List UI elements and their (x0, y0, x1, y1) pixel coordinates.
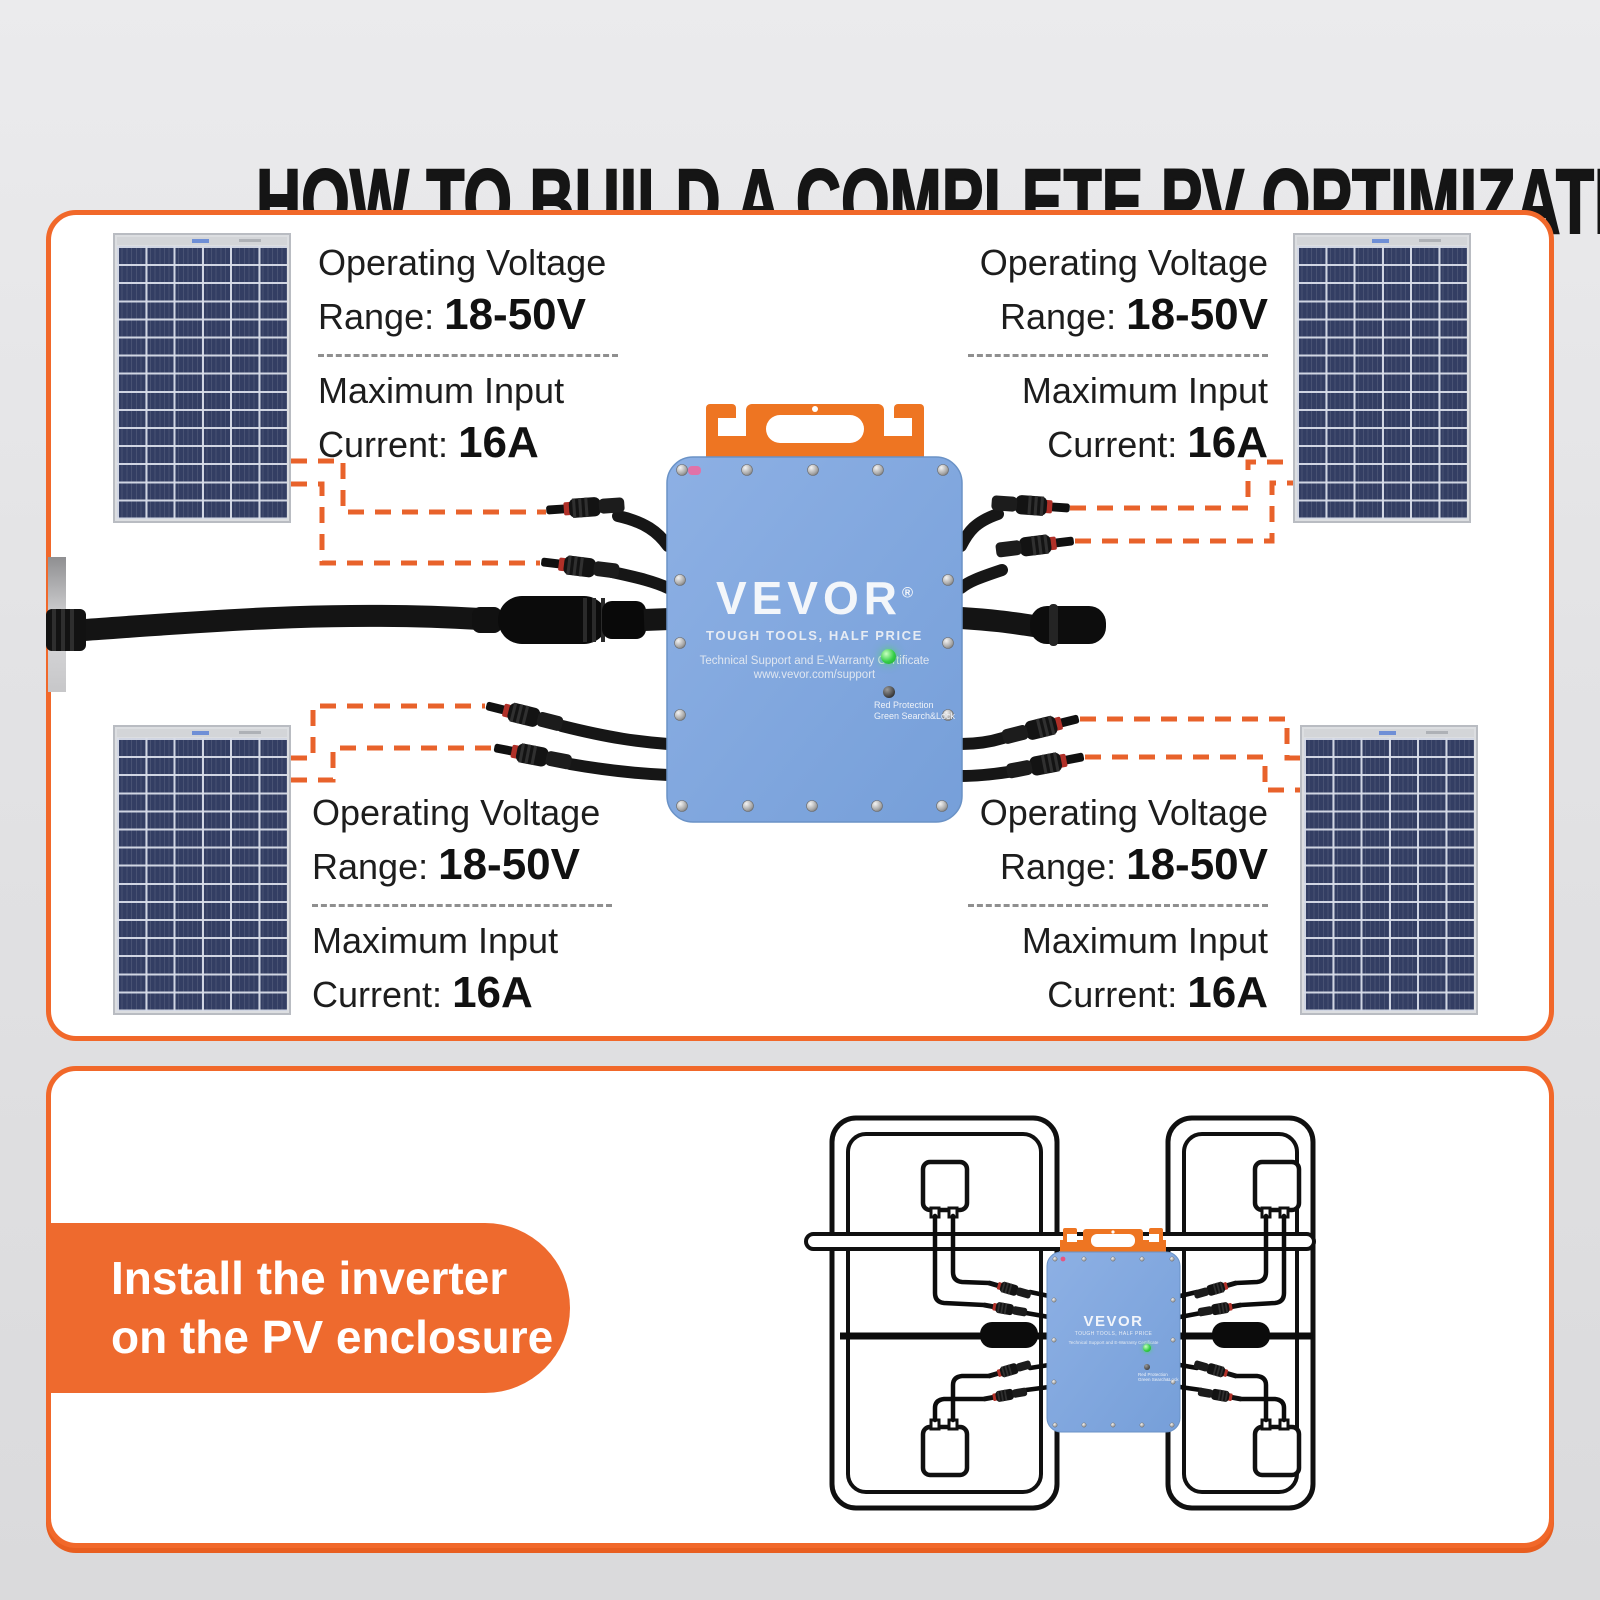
brand-tagline: TOUGH TOOLS, HALF PRICE (706, 628, 923, 643)
spec-current-value: 16A (452, 968, 533, 1017)
spec-line: Operating Voltage (318, 242, 607, 283)
warranty-line1: Technical Support and E-Warranty Certifi… (699, 655, 930, 667)
spec-line: Operating Voltage (979, 242, 1268, 283)
mini-brand-tagline: TOUGH TOOLS, HALF PRICE (1074, 1331, 1153, 1337)
spec-line: Current: 16A (318, 415, 648, 473)
spec-line: Range: 18-50V (312, 837, 642, 895)
spec-line: Operating Voltage (979, 792, 1268, 833)
spec-line: Range: 18-50V (938, 287, 1268, 345)
spec-range-value: 18-50V (1126, 840, 1268, 889)
warranty-text: Technical Support and E-Warranty Certifi… (667, 654, 962, 682)
panel-frame-strip (117, 729, 287, 737)
spec-current-label: Current: (1047, 974, 1178, 1015)
warranty-url: www.vevor.com/support (753, 669, 876, 681)
spec-block-top-left: Operating Voltage Range: 18-50V Maximum … (318, 238, 648, 473)
spec-range-label: Range: (1000, 846, 1117, 887)
install-callout-line2: on the PV enclosure (111, 1311, 554, 1363)
panel-cells (1304, 738, 1474, 1011)
inverter-label-block: VEVOR® TOUGH TOOLS, HALF PRICE Technical… (667, 571, 962, 682)
spec-block-top-right: Operating Voltage Range: 18-50V Maximum … (938, 238, 1268, 473)
install-callout: Install the inverter on the PV enclosure (49, 1223, 570, 1393)
solar-panel-top-left (113, 233, 291, 523)
pairing-button-icon (883, 686, 895, 698)
mini-led-caption-line2: Green Search&Lock (1138, 1377, 1179, 1382)
divider (318, 354, 618, 357)
spec-range-label: Range: (312, 846, 429, 887)
spec-line: Maximum Input (312, 920, 559, 961)
spec-current-value: 16A (1187, 968, 1268, 1017)
spec-current-label: Current: (318, 424, 449, 465)
spec-range-value: 18-50V (1126, 290, 1268, 339)
solar-panel-bottom-left (113, 725, 291, 1015)
panel-cells (117, 246, 287, 519)
spec-block-bottom-left: Operating Voltage Range: 18-50V Maximum … (312, 788, 642, 1023)
spec-current-value: 16A (1187, 418, 1268, 467)
led-caption: Red Protection Green Search&Lock (874, 700, 955, 721)
spec-range-label: Range: (318, 296, 435, 337)
panel-cells (117, 738, 287, 1011)
mini-inverter-label-block: VEVOR TOUGH TOOLS, HALF PRICE Technical … (1047, 1313, 1180, 1345)
spec-line: Operating Voltage (312, 792, 601, 833)
spec-line: Range: 18-50V (318, 287, 648, 345)
spec-range-value: 18-50V (438, 840, 580, 889)
mini-led-caption: Red Protection Green Search&Lock (1138, 1372, 1179, 1382)
mini-brand-text: VEVOR (1083, 1313, 1144, 1330)
panel-frame-strip (1297, 237, 1467, 245)
mini-pairing-button-icon (1144, 1364, 1150, 1370)
spec-line: Maximum Input (1021, 920, 1268, 961)
brand-text: VEVOR (715, 572, 902, 624)
led-caption-line1: Red Protection (874, 700, 934, 710)
spec-range-value: 18-50V (444, 290, 586, 339)
divider (968, 354, 1268, 357)
install-callout-line1: Install the inverter (111, 1252, 508, 1304)
certification-mark-icon (688, 466, 701, 475)
spec-block-bottom-right: Operating Voltage Range: 18-50V Maximum … (938, 788, 1268, 1023)
divider (968, 904, 1268, 907)
spec-line: Maximum Input (318, 370, 565, 411)
mini-status-led-icon (1143, 1344, 1151, 1352)
divider (312, 904, 612, 907)
brand-logo: VEVOR® (667, 571, 962, 625)
panel-frame-strip (117, 237, 287, 245)
panel-frame-strip (1304, 729, 1474, 737)
status-led-icon (881, 649, 896, 664)
solar-panel-top-right (1293, 233, 1471, 523)
led-caption-line2: Green Search&Lock (874, 710, 956, 721)
spec-line: Maximum Input (1021, 370, 1268, 411)
mini-warranty-line: Technical Support and E-Warranty Certifi… (1068, 1340, 1159, 1345)
spec-line: Range: 18-50V (938, 837, 1268, 895)
spec-line: Current: 16A (938, 415, 1268, 473)
spec-range-label: Range: (1000, 296, 1117, 337)
spec-current-value: 16A (458, 418, 539, 467)
panel-cells (1297, 246, 1467, 519)
solar-panel-bottom-right (1300, 725, 1478, 1015)
spec-line: Current: 16A (938, 965, 1268, 1023)
spec-current-label: Current: (1047, 424, 1178, 465)
registered-mark: ® (901, 584, 914, 602)
spec-line: Current: 16A (312, 965, 642, 1023)
spec-current-label: Current: (312, 974, 443, 1015)
